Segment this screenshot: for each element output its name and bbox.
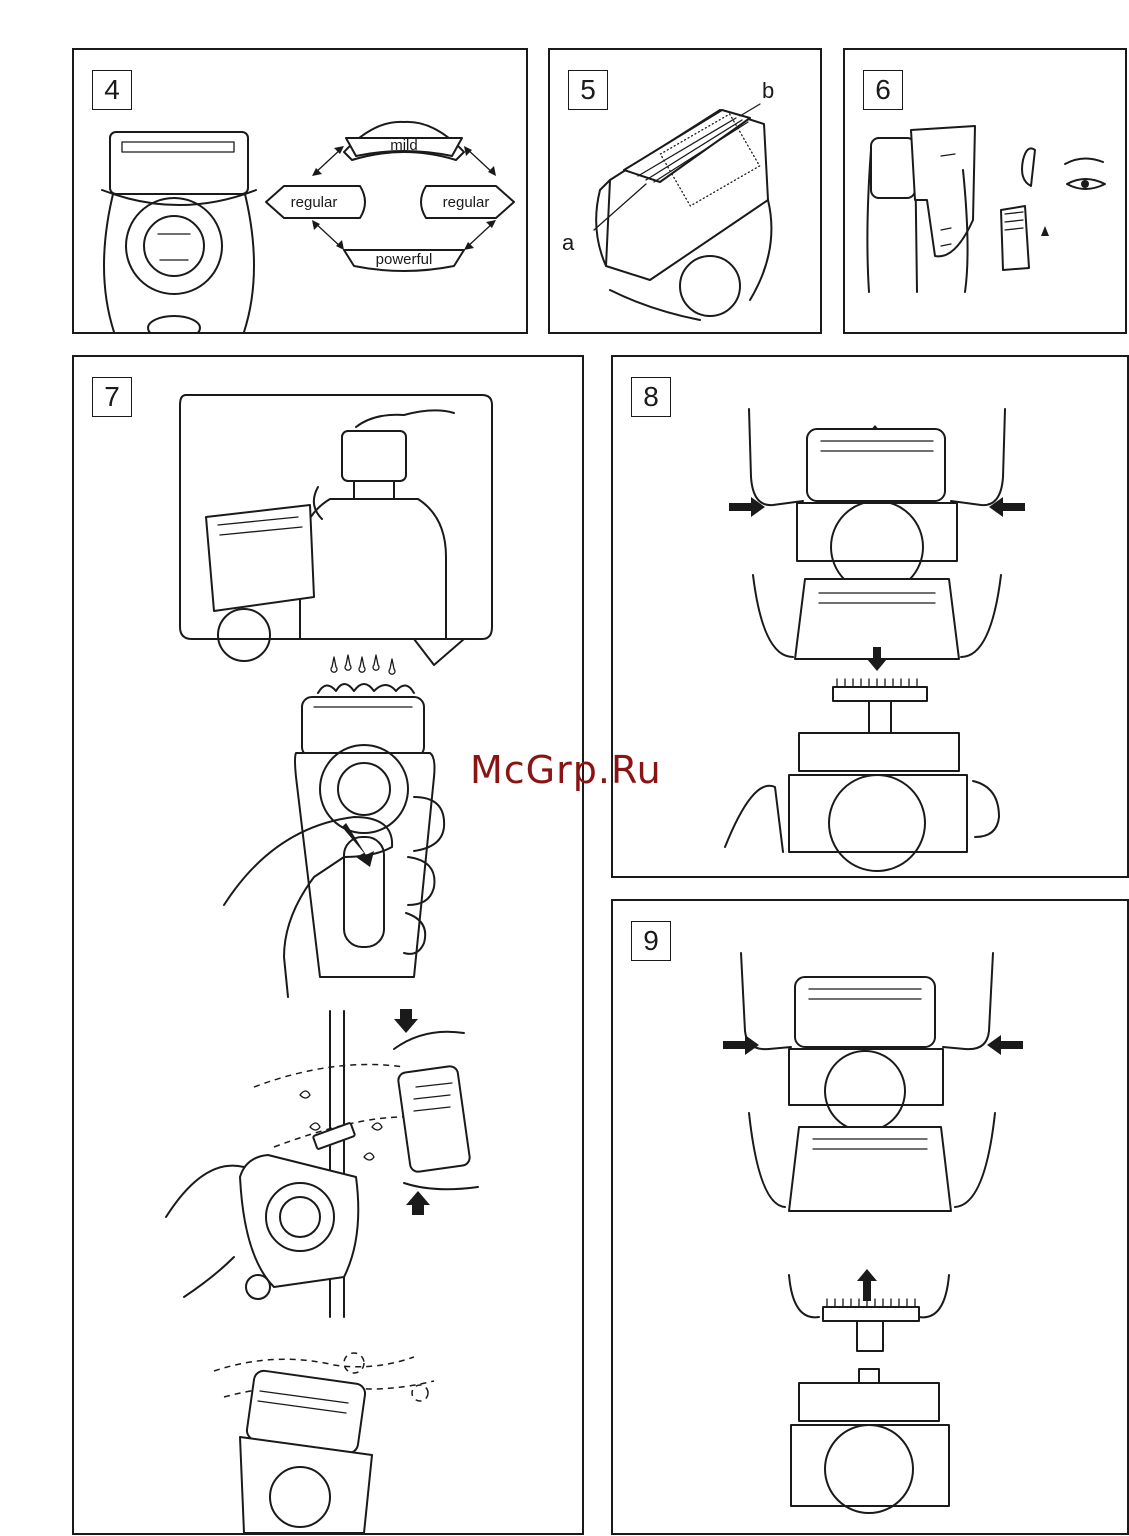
panel-4: 4 mild regular regular [72,48,528,334]
shaver-head-illustration: a b [550,50,820,332]
mode-label-powerful: powerful [376,251,433,268]
trimmer-illustration [845,50,1125,332]
shaver-with-foam [295,655,435,977]
mode-badge-regular-right: regular [421,186,514,218]
watermark: McGrp.Ru [470,748,662,792]
eye-icon [1022,148,1105,189]
rinse-step [166,1009,478,1317]
label-a: a [562,230,575,255]
frame-detached-view [749,1113,995,1211]
frame-removed-view [753,575,1001,671]
mode-badge-mild: mild [344,122,464,160]
panel-8: 8 [611,355,1129,878]
shaver-side-view [867,126,975,292]
label-b: b [762,78,774,103]
cleaning-illustration [74,357,582,1533]
inner-blade-unit [725,679,999,871]
mode-badge-regular-left: regular [266,186,365,218]
panel-5: 5 a b [548,48,822,334]
mode-label-mild: mild [390,137,418,154]
trimmer-closeup [1001,206,1049,270]
panel-9: 9 [611,899,1129,1535]
panel-6: 6 [843,48,1127,334]
remove-inner-blade-illustration [613,901,1127,1533]
shaver-body [102,132,256,332]
pointer-line-b [740,104,760,116]
inner-blade-removal-step [789,1269,949,1513]
remove-outer-foil-illustration [613,357,1127,876]
frame-removal-step [723,953,1023,1131]
shaver-head [596,110,771,320]
soap-dispenser-inset [180,395,492,665]
mode-selection-illustration: mild regular regular powerful [74,50,526,332]
outer-foil-frame-removal [729,409,1025,593]
mode-badge-powerful: powerful [344,250,464,271]
mode-label-regular-left: regular [291,194,338,211]
shake-dry-step [214,1353,434,1533]
mode-label-regular-right: regular [443,194,490,211]
panel-7: 7 [72,355,584,1535]
